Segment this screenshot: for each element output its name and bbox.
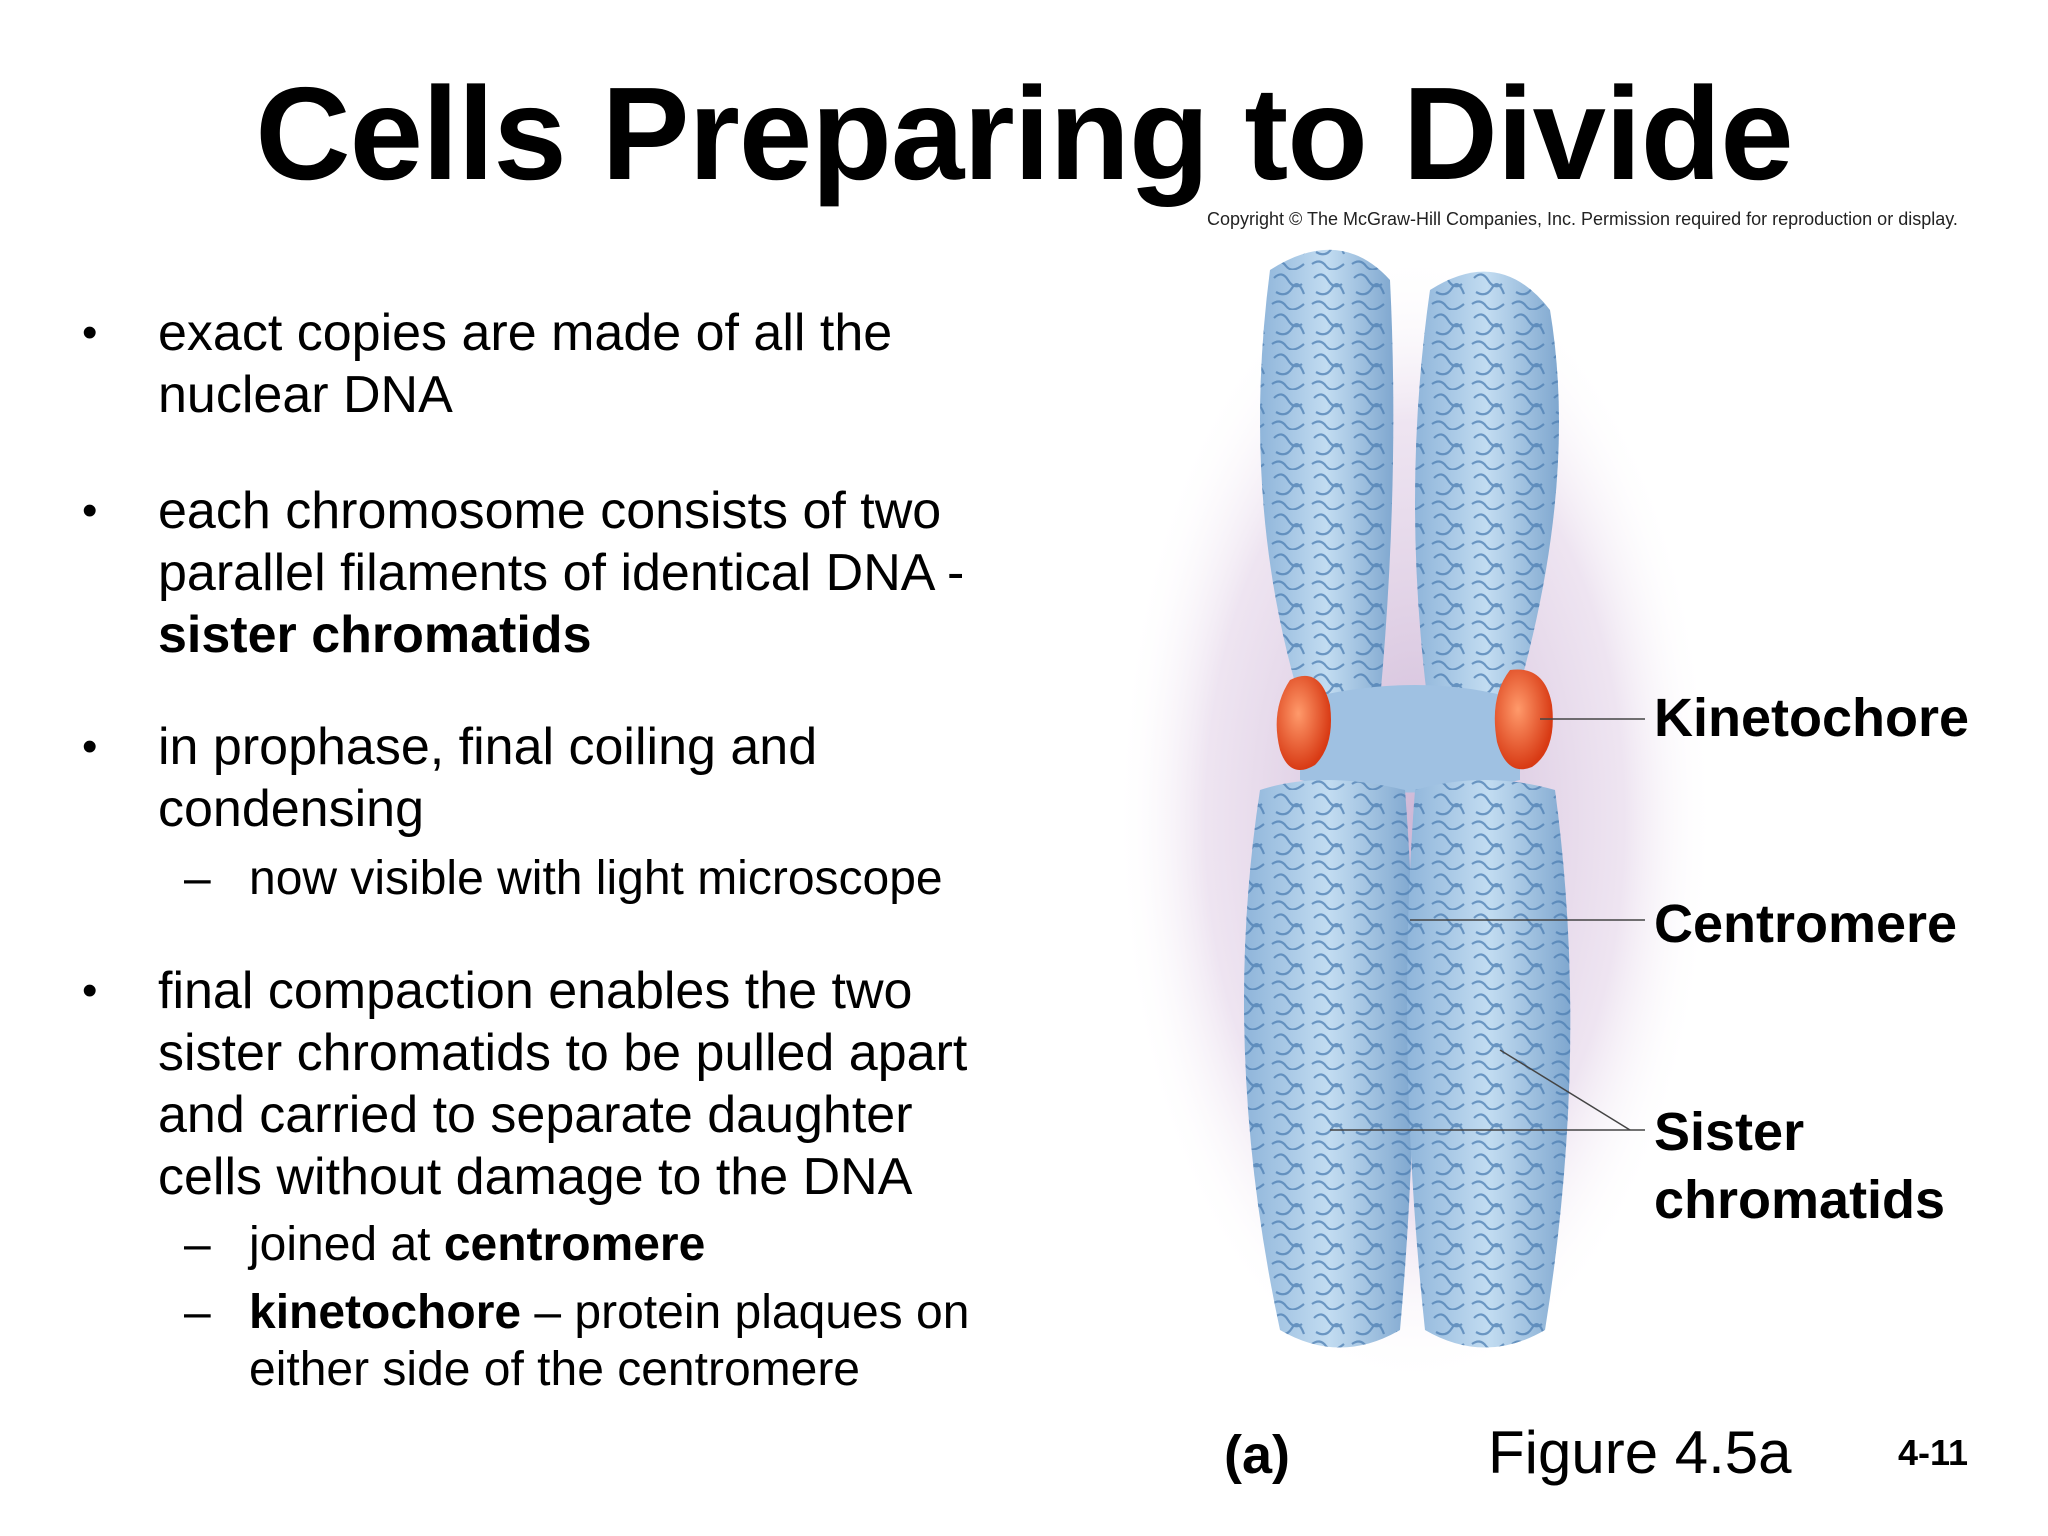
right-chromatid-lower-arm-texture: [1407, 780, 1571, 1348]
panel-letter: (a): [1224, 1425, 1290, 1485]
label-sister-line: Sister: [1654, 1102, 1805, 1162]
label-centromere: Centromere: [1654, 894, 1958, 954]
sub-text-plain: – protein plaques on: [521, 1286, 970, 1339]
bullet-text: in prophase, final coiling and condensin…: [158, 716, 1078, 840]
right-chromatid-upper-arm-texture: [1415, 271, 1559, 730]
bullet-line: each chromosome consists of two: [158, 482, 942, 540]
bullet-line: nuclear DNA: [158, 366, 453, 424]
left-chromatid-lower-arm-texture: [1244, 780, 1414, 1348]
bullet-line: sister chromatids to be pulled apart: [158, 1024, 968, 1082]
bullet-line: condensing: [158, 780, 424, 838]
dash-symbol: –: [184, 852, 211, 905]
term-centromere: centromere: [443, 1218, 706, 1271]
label-kinetochore: Kinetochore: [1654, 688, 1970, 748]
copyright-notice: Copyright © The McGraw-Hill Companies, I…: [1207, 209, 1958, 229]
sub-text-line: either side of the centromere: [249, 1343, 860, 1396]
slide-number: 4-11: [1898, 1432, 1969, 1473]
sub-bullet-text: joined at centromere: [249, 1216, 1089, 1273]
bullet-line: in prophase, final coiling and: [158, 718, 818, 776]
slide-title: Cells Preparing to Divide: [255, 60, 1793, 207]
bullet-line: exact copies are made of all the: [158, 304, 893, 362]
bullet-line: cells without damage to the DNA: [158, 1148, 913, 1206]
bullet-text: each chromosome consists of two parallel…: [158, 480, 1078, 666]
chromosome-illustration: [1115, 249, 1715, 1380]
kinetochore-right: [1494, 669, 1553, 770]
bullet-text: final compaction enables the two sister …: [158, 960, 1078, 1208]
bullet-text: exact copies are made of all the nuclear…: [158, 302, 1078, 426]
label-sister-chromatids: Sister chromatids: [1654, 1098, 1945, 1234]
bullet-line: and carried to separate daughter: [158, 1086, 913, 1144]
figure-reference: Figure 4.5a: [1488, 1419, 1792, 1486]
dash-symbol: –: [184, 1218, 211, 1271]
sister-chromatids-leader-line-2: [1499, 1049, 1631, 1131]
left-chromatid-upper-arm-texture: [1260, 249, 1394, 710]
bullet-symbol: •: [82, 486, 98, 535]
bullet-symbol: •: [82, 308, 98, 357]
dash-symbol: –: [184, 1286, 211, 1339]
bullet-symbol: •: [82, 722, 98, 771]
bullet-line: final compaction enables the two: [158, 962, 913, 1020]
centromere-waist: [1300, 685, 1520, 793]
kinetochore-left: [1276, 675, 1331, 770]
bullet-line: parallel filaments of identical DNA -: [158, 544, 965, 602]
bullet-line-bold: sister chromatids: [158, 606, 592, 664]
sub-bullet-text: now visible with light microscope: [249, 852, 943, 905]
bullet-symbol: •: [82, 966, 98, 1015]
sub-text-plain: joined at: [249, 1218, 444, 1271]
sub-bullet-text: kinetochore – protein plaques on either …: [249, 1284, 1089, 1398]
label-chromatids-line: chromatids: [1654, 1170, 1946, 1230]
term-kinetochore: kinetochore: [249, 1286, 522, 1339]
